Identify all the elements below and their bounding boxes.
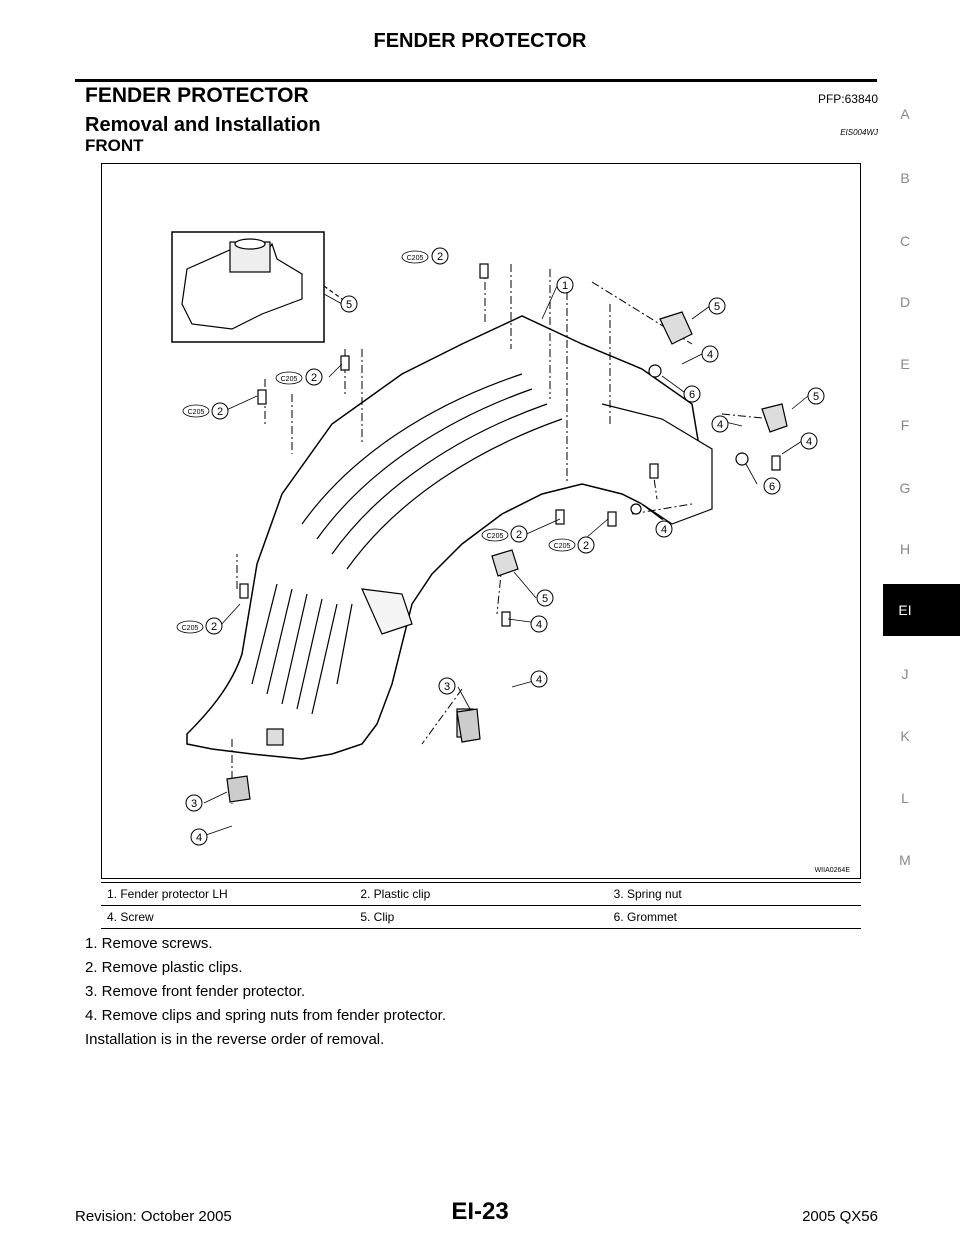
callout-2: 2 xyxy=(583,540,589,552)
index-letter-j[interactable]: J xyxy=(901,666,909,682)
callout-4: 4 xyxy=(196,832,202,844)
callout-group: 1 C205 2 C205 2 C205 2 C205 2 C205 2 C20… xyxy=(176,247,825,846)
c205-tag: C205 xyxy=(554,543,571,550)
callout-5: 5 xyxy=(542,593,548,605)
callout-6: 6 xyxy=(769,481,775,493)
index-letter-h[interactable]: H xyxy=(899,541,911,557)
callout-4: 4 xyxy=(661,524,667,536)
parts-legend: 1. Fender protector LH 2. Plastic clip 3… xyxy=(101,882,861,929)
procedure-steps: 1. Remove screws. 2. Remove plastic clip… xyxy=(85,932,446,1052)
callout-4: 4 xyxy=(717,419,723,431)
subsection-code: EIS004WJ xyxy=(840,128,878,137)
index-tab-ei-active[interactable]: EI xyxy=(883,584,960,636)
callout-4: 4 xyxy=(536,674,542,686)
index-letter-c[interactable]: C xyxy=(899,233,911,249)
index-letter-a[interactable]: A xyxy=(900,106,910,122)
index-letter-m[interactable]: M xyxy=(899,852,911,868)
procedure-step: 3. Remove front fender protector. xyxy=(85,983,306,1000)
callout-2: 2 xyxy=(311,372,317,384)
index-letter-k[interactable]: K xyxy=(900,728,910,744)
figure-code: WIIA0264E xyxy=(814,867,850,874)
index-letter-l[interactable]: L xyxy=(901,790,909,806)
procedure-step: 2. Remove plastic clips. xyxy=(85,959,243,976)
footer-revision: Revision: October 2005 xyxy=(75,1208,232,1225)
index-letter-f[interactable]: F xyxy=(900,417,910,433)
c205-tag: C205 xyxy=(188,409,205,416)
callout-2: 2 xyxy=(437,251,443,263)
index-letter-e[interactable]: E xyxy=(900,356,910,372)
header-rule xyxy=(75,79,877,82)
callout-4: 4 xyxy=(806,436,812,448)
legend-item: 2. Plastic clip xyxy=(354,882,608,906)
legend-item: 1. Fender protector LH xyxy=(101,882,355,906)
c205-tag: C205 xyxy=(182,625,199,632)
part-number: PFP:63840 xyxy=(817,92,878,106)
index-letter-b[interactable]: B xyxy=(900,170,910,186)
subsection-title: Removal and Installation xyxy=(85,114,321,136)
procedure-step: 4. Remove clips and spring nuts from fen… xyxy=(85,1007,447,1024)
c205-tag: C205 xyxy=(281,376,298,383)
front-label: FRONT xyxy=(85,136,144,155)
legend-item: 6. Grommet xyxy=(607,905,861,929)
legend-item: 5. Clip xyxy=(354,905,608,929)
callout-6: 6 xyxy=(689,389,695,401)
fender-protector-drawing: 1 C205 2 C205 2 C205 2 C205 2 C205 2 C20… xyxy=(171,231,825,846)
callout-5: 5 xyxy=(346,299,352,311)
legend-row: 1. Fender protector LH 2. Plastic clip 3… xyxy=(101,882,861,906)
callout-2: 2 xyxy=(217,406,223,418)
legend-item: 3. Spring nut xyxy=(607,882,861,906)
c205-tag: C205 xyxy=(487,533,504,540)
procedure-step: 1. Remove screws. xyxy=(85,935,213,952)
footer-model: 2005 QX56 xyxy=(802,1208,878,1225)
index-letter-d[interactable]: D xyxy=(899,294,911,310)
callout-1: 1 xyxy=(562,280,568,292)
callout-4: 4 xyxy=(536,619,542,631)
page-header-title: FENDER PROTECTOR xyxy=(373,30,587,52)
callout-3: 3 xyxy=(444,681,450,693)
c205-tag: C205 xyxy=(407,255,424,262)
legend-row: 4. Screw 5. Clip 6. Grommet xyxy=(101,905,861,929)
callout-3: 3 xyxy=(191,798,197,810)
index-letter-g[interactable]: G xyxy=(899,480,911,496)
callout-2: 2 xyxy=(516,529,522,541)
installation-note: Installation is in the reverse order of … xyxy=(85,1031,385,1048)
callout-2: 2 xyxy=(211,621,217,633)
footer-page-number: EI-23 xyxy=(451,1198,509,1225)
section-title: FENDER PROTECTOR xyxy=(85,84,309,107)
callout-5: 5 xyxy=(714,301,720,313)
callout-5: 5 xyxy=(813,391,819,403)
exploded-view-figure: 1 C205 2 C205 2 C205 2 C205 2 C205 2 C20… xyxy=(101,163,861,879)
callout-4: 4 xyxy=(707,349,713,361)
legend-item: 4. Screw xyxy=(101,905,355,929)
